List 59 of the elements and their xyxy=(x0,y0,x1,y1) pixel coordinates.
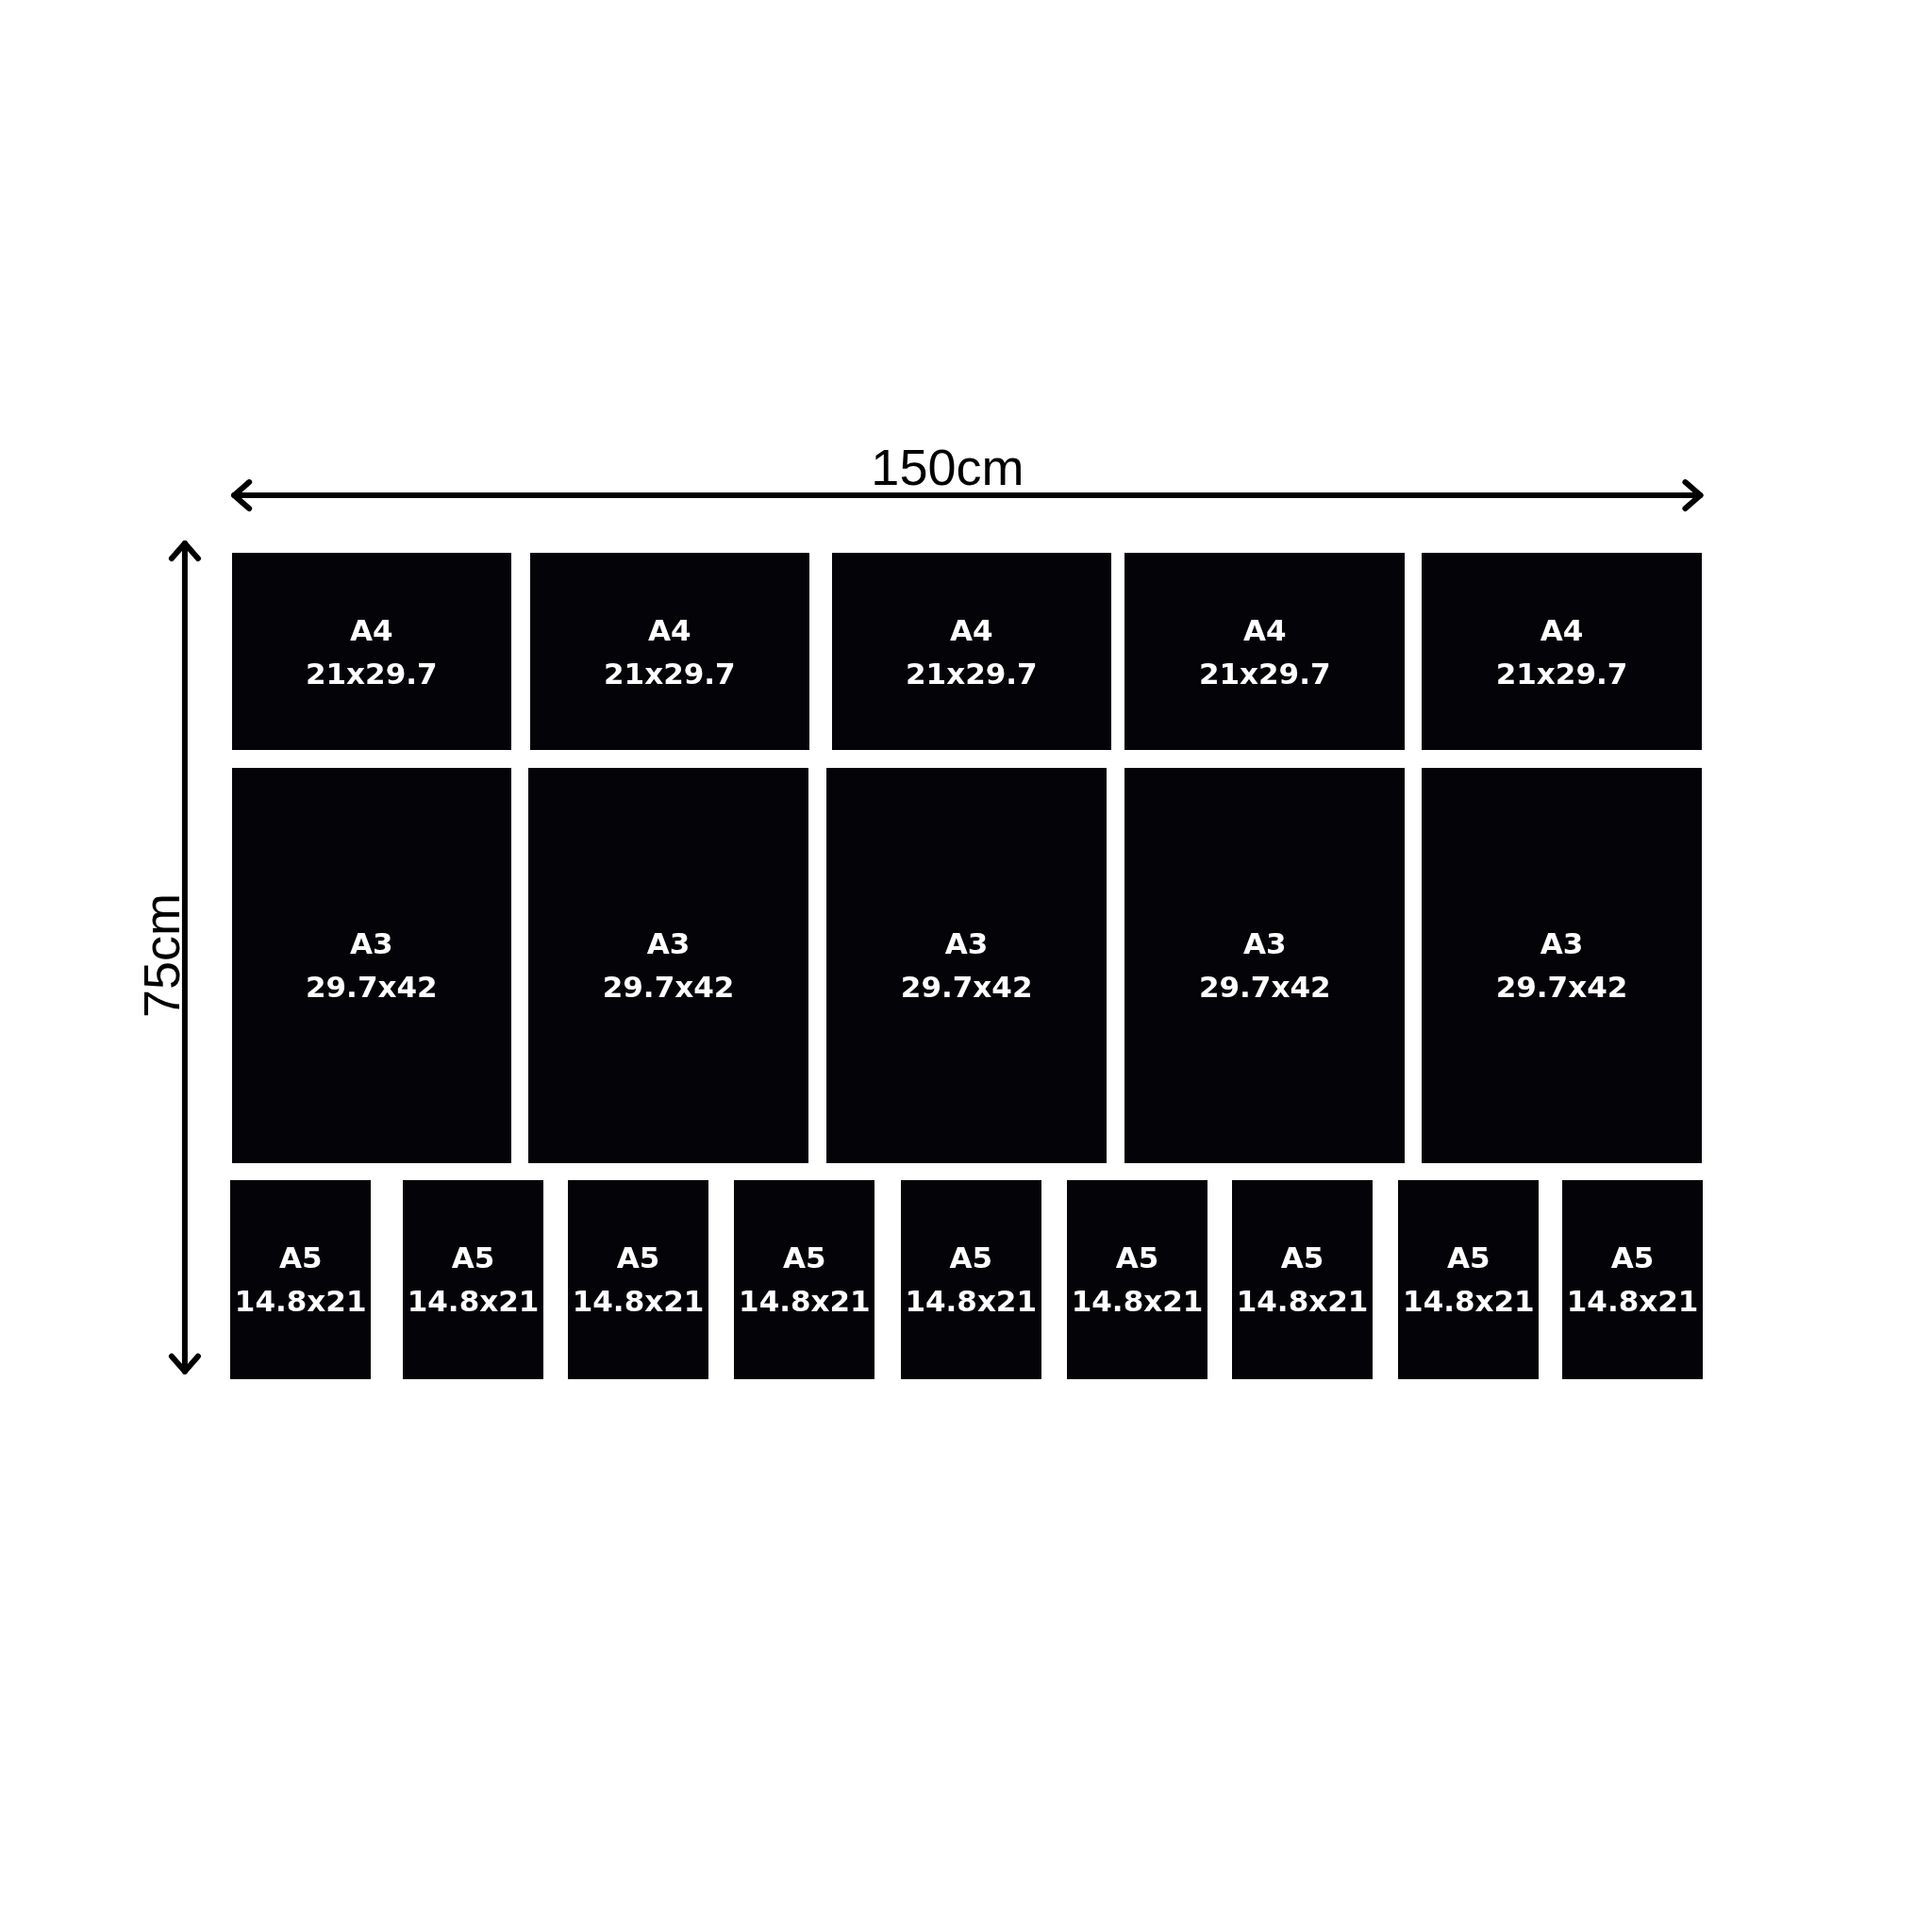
dimensions-label: 14.8x21 xyxy=(1566,1283,1699,1321)
dimensions-label: 14.8x21 xyxy=(1403,1283,1535,1321)
frame-block xyxy=(1124,767,1405,1163)
frame-block xyxy=(1232,1180,1373,1379)
frame-block xyxy=(826,767,1107,1163)
dimensions-label: 14.8x21 xyxy=(572,1283,705,1321)
dimensions-label: 21x29.7 xyxy=(906,655,1038,692)
dimensions-label: 14.8x21 xyxy=(234,1283,367,1321)
frame-block xyxy=(900,1180,1041,1379)
dimensions-label: 14.8x21 xyxy=(407,1283,540,1321)
frame-block xyxy=(403,1180,543,1379)
size-label: A4 xyxy=(648,611,691,649)
dimensions-label: 21x29.7 xyxy=(305,655,438,692)
frame-block xyxy=(1398,1180,1540,1379)
dimensions-label: 21x29.7 xyxy=(1198,655,1331,692)
frame-block xyxy=(231,767,512,1163)
size-label: A3 xyxy=(1242,925,1287,963)
dimensions-label: 14.8x21 xyxy=(1236,1283,1369,1321)
size-label: A4 xyxy=(1540,611,1584,649)
frame-block xyxy=(831,553,1112,751)
size-label: A5 xyxy=(1115,1240,1159,1277)
dimensions-label: 29.7x42 xyxy=(1198,969,1331,1007)
size-label: A3 xyxy=(350,925,393,963)
size-label: A3 xyxy=(1540,925,1584,963)
size-label: A5 xyxy=(949,1240,992,1277)
frame-block xyxy=(231,553,512,751)
size-label: A3 xyxy=(646,925,691,963)
size-label: A5 xyxy=(1447,1240,1491,1277)
frame-block xyxy=(1562,1180,1704,1379)
dimensions-label: 29.7x42 xyxy=(305,969,438,1007)
dimensions-label: 21x29.7 xyxy=(1495,655,1628,692)
size-label: A4 xyxy=(1242,611,1287,649)
size-label: A3 xyxy=(944,925,989,963)
frame-block xyxy=(1422,553,1702,751)
dimensions-label: 29.7x42 xyxy=(602,969,735,1007)
dimension-label: 150cm xyxy=(871,441,1024,492)
frame-block xyxy=(734,1180,875,1379)
size-label: A5 xyxy=(278,1240,323,1277)
size-label: A5 xyxy=(1610,1240,1655,1277)
dimensions-label: 21x29.7 xyxy=(604,655,736,692)
size-label: A5 xyxy=(451,1240,495,1277)
dimensions-label: 29.7x42 xyxy=(1495,969,1628,1007)
size-label: A5 xyxy=(1280,1240,1324,1277)
frame-block xyxy=(1124,553,1405,751)
dimensions-label: 14.8x21 xyxy=(1071,1283,1204,1321)
frame-block xyxy=(1422,767,1702,1163)
frame-block xyxy=(528,767,808,1163)
dimensions-label: 14.8x21 xyxy=(739,1283,871,1321)
size-label: A5 xyxy=(616,1240,660,1277)
size-label: A5 xyxy=(783,1240,826,1277)
dimension-label: 75cm xyxy=(135,892,187,1018)
frame-block xyxy=(230,1180,372,1379)
dimensions-label: 29.7x42 xyxy=(900,969,1033,1007)
frame-block xyxy=(568,1180,708,1379)
dimensions-label: 14.8x21 xyxy=(905,1283,1037,1321)
size-label: A4 xyxy=(950,611,993,649)
frame-block xyxy=(1067,1180,1208,1379)
size-label: A4 xyxy=(350,611,393,649)
frame-block xyxy=(529,553,810,751)
